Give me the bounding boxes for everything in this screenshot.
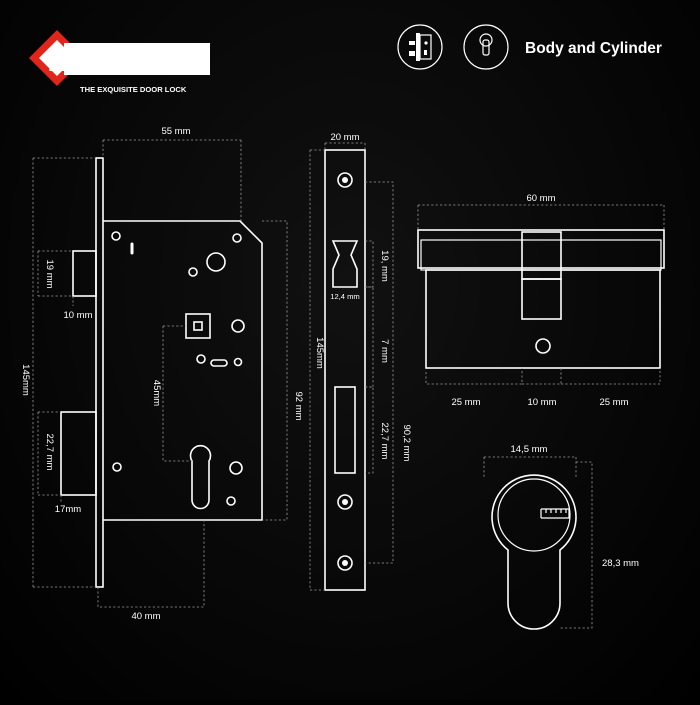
dim-latch-height: 19 mm xyxy=(44,259,55,288)
dead-bolt xyxy=(60,411,97,496)
logo-wordmark: ICOLE xyxy=(92,48,168,76)
dim-cylinder-right: 25 mm xyxy=(599,397,628,408)
dimension-labels: 55 mm 19 mm 10 mm 145mm 45mm 92 mm 22,7 … xyxy=(20,126,639,622)
cylinder-upper-body xyxy=(417,229,665,269)
faceplate-front-view xyxy=(324,149,366,591)
screw-hole xyxy=(111,231,121,241)
faceplate-dimension-lines xyxy=(309,142,394,591)
screw-hole xyxy=(188,267,198,277)
dim-cylinder-left: 25 mm xyxy=(451,397,480,408)
deadbolt-slot xyxy=(334,386,356,474)
profile-outline xyxy=(491,474,577,630)
dim-body-width: 55 mm xyxy=(161,126,190,137)
dim-bolt-height: 22,7 mm xyxy=(44,434,55,471)
cylinder-dimension-lines xyxy=(417,204,665,385)
cylinder-cutout xyxy=(189,445,212,510)
key-slot xyxy=(540,508,570,519)
spindle-hole xyxy=(193,321,203,331)
logo-bar xyxy=(64,43,210,75)
logo-tagline: THE EXQUISITE DOOR LOCK xyxy=(80,85,187,94)
dim-profile-height: 28,3 mm xyxy=(602,558,639,569)
cylinder-upper-inner xyxy=(420,239,662,271)
dim-faceplate-width: 20 mm xyxy=(330,132,359,143)
mortise-body-icon xyxy=(397,24,443,70)
dim-total-height: 145mm xyxy=(20,364,31,396)
dim-backset: 40 mm xyxy=(131,611,160,622)
lock-case xyxy=(103,220,263,521)
logo-letter: N xyxy=(48,46,69,78)
dim-case-height: 92 mm xyxy=(293,391,304,420)
lock-faceplate xyxy=(95,157,104,588)
mortise-lock-body xyxy=(60,157,263,588)
dim-faceplate-gap: 7 mm xyxy=(379,339,390,363)
spindle-square xyxy=(185,313,211,339)
dim-latch-projection: 10 mm xyxy=(63,310,92,321)
faceplate-outline xyxy=(324,149,366,591)
dim-bolt-projection: 17mm xyxy=(55,504,81,515)
profile-inner-circle xyxy=(497,478,571,552)
euro-cylinder-side-view xyxy=(417,229,665,369)
screw-hole xyxy=(233,357,243,367)
screw-hole xyxy=(229,461,243,475)
cylinder-lower-body xyxy=(425,269,661,369)
dim-faceplate-bolt: 22,7 mm xyxy=(379,423,390,460)
euro-cylinder-profile xyxy=(491,474,577,630)
cam-block xyxy=(521,231,562,280)
dim-cylinder-length: 60 mm xyxy=(526,193,555,204)
latch-slot xyxy=(331,240,359,288)
dim-faceplate-height: 145mm xyxy=(314,337,325,369)
dim-faceplate-case: 90,2 mm xyxy=(401,425,412,462)
dim-cylinder-cam: 10 mm xyxy=(527,397,556,408)
fixing-screw-hole xyxy=(535,338,551,354)
screw-hole xyxy=(232,233,242,243)
dim-latch-slot-width: 12,4 mm xyxy=(330,292,360,301)
screw-hole xyxy=(226,496,236,506)
dim-spindle-cylinder: 45mm xyxy=(151,380,162,406)
large-hole xyxy=(206,252,226,272)
slot-hole xyxy=(210,359,228,367)
brand-logo: N ICOLE THE EXQUISITE DOOR LOCK xyxy=(29,30,210,94)
screw-hole xyxy=(112,462,122,472)
screw-hole xyxy=(231,319,245,333)
latch-bolt xyxy=(72,250,97,297)
cam-lower xyxy=(521,278,562,320)
page-title: Body and Cylinder xyxy=(525,40,662,57)
screw-hole xyxy=(196,354,206,364)
dim-faceplate-latch: 19, mm xyxy=(379,250,390,282)
dim-profile-width: 14,5 mm xyxy=(511,444,548,455)
profile-dimension-lines xyxy=(483,456,593,629)
euro-cylinder-icon xyxy=(463,24,509,70)
mortise-dimension-lines xyxy=(32,139,288,608)
